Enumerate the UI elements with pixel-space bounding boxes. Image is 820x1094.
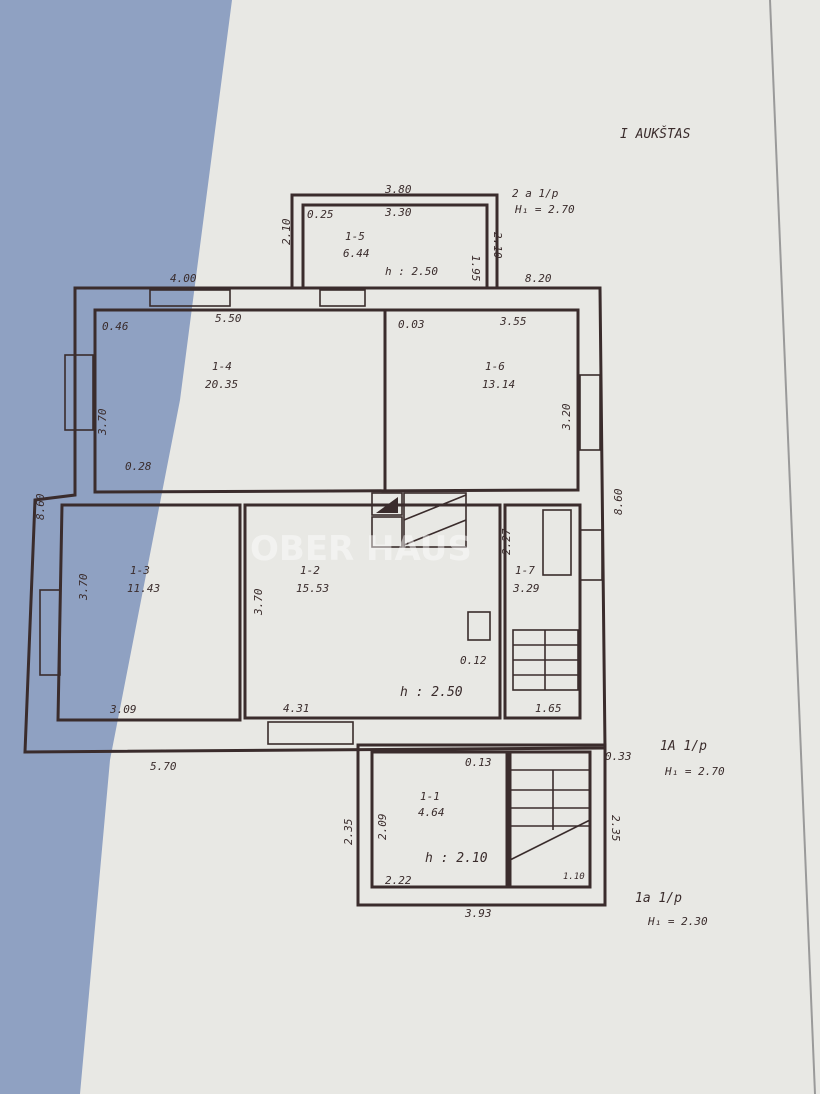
room-area: 13.14 (482, 378, 515, 391)
dimension: 3.80 (384, 183, 412, 196)
room-area: 6.44 (343, 247, 370, 260)
room-area: 11.43 (127, 582, 160, 595)
dimension: 3.93 (464, 907, 492, 920)
dimension: 3.70 (96, 408, 109, 436)
room-id: 1-2 (300, 564, 320, 577)
floor-title: I AUKŠTAS (620, 126, 691, 142)
main-walls (23, 286, 607, 754)
room-id: 1-5 (345, 230, 365, 243)
dimension: 1.95 (469, 255, 482, 282)
dimension: 2.10 (280, 218, 293, 245)
dimension: 2.27 (500, 528, 513, 555)
annex-height: H₁ = 2.70 (514, 203, 575, 216)
dimension: 1.65 (535, 702, 562, 715)
dimension: 8.20 (525, 272, 552, 285)
room-id: 1-4 (212, 360, 232, 373)
dimension: 4.00 (170, 272, 197, 285)
annex-height: H₁ = 2.70 (664, 765, 725, 778)
dimension: 0.28 (125, 460, 152, 473)
paper-edge (769, 0, 816, 1094)
annex-bottom (356, 743, 607, 907)
room-id: 1-3 (130, 564, 150, 577)
room-id: 1-1 (420, 790, 440, 803)
annex-code: 1A 1/p (660, 739, 707, 754)
annex-code: 2 a 1/p (512, 187, 559, 200)
dimension: 1.10 (563, 872, 585, 882)
room-id: 1-6 (485, 360, 505, 373)
dimension: 4.31 (283, 702, 310, 715)
dimension: 2.22 (385, 874, 412, 887)
dimension: 2.35 (342, 819, 355, 846)
dimension: 0.13 (465, 756, 492, 769)
room-height: h : 2.50 (400, 685, 463, 700)
annex-height: H₁ = 2.30 (647, 915, 708, 928)
dimension: 3.70 (252, 588, 265, 616)
dimension: 8.60 (34, 493, 47, 520)
room-area: 3.29 (512, 582, 540, 595)
dimension: 0.46 (102, 320, 129, 333)
dimension: 0.33 (605, 750, 632, 763)
dimension: 3.55 (499, 315, 527, 328)
watermark: OBER HAUS (250, 529, 472, 569)
dimension: 3.09 (109, 703, 137, 716)
dimension: 3.20 (560, 403, 573, 431)
dimension: 2.09 (376, 814, 389, 841)
dimension: 0.03 (398, 318, 425, 331)
dimension: 0.25 (307, 208, 334, 221)
dimension: 5.70 (150, 760, 177, 773)
annex-code: 1a 1/p (635, 891, 682, 906)
room-area: 4.64 (418, 806, 445, 819)
dimension: 2.35 (609, 815, 622, 842)
room-labels: 1-5 6.44 1-4 20.35 1-6 13.14 1-3 11.43 1… (127, 230, 540, 819)
shadow (0, 0, 232, 1094)
room-area: 20.35 (205, 378, 238, 391)
room-area: 15.53 (296, 582, 329, 595)
dimension-labels: 3.80 3.30 0.25 2.10 1.95 2.10 4.00 8.20 … (34, 183, 632, 920)
dimension: 0.12 (460, 654, 487, 667)
room-id: 1-7 (515, 564, 535, 577)
dimension: 8.60 (612, 488, 625, 515)
room-height: h : 2.50 (385, 265, 438, 278)
dimension: 3.30 (384, 206, 412, 219)
dimension: 2.10 (491, 232, 504, 259)
dimension: 3.70 (77, 573, 90, 601)
dimension: 5.50 (215, 312, 242, 325)
room-height: h : 2.10 (425, 851, 488, 866)
